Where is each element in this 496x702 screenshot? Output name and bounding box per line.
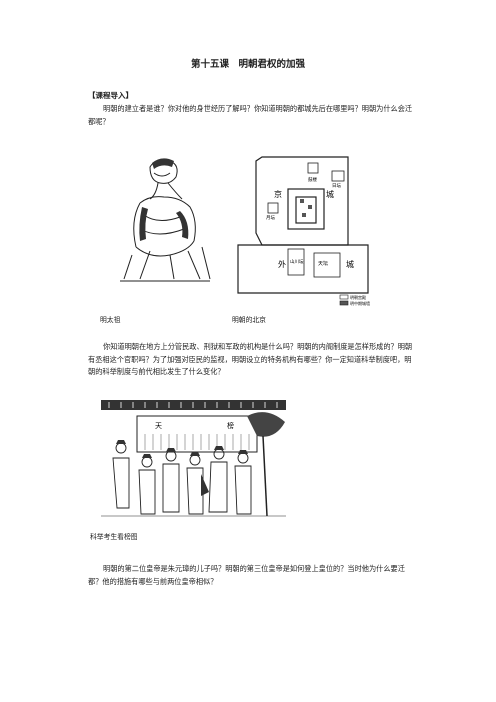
map-label-wai: 外	[278, 259, 286, 269]
exam-banner-right: 榜	[227, 421, 234, 430]
caption-map: 明朝的北京	[232, 316, 266, 324]
section-heading: 【课程导入】	[88, 91, 133, 100]
intro-paragraph-3: 明朝的第二位皇帝是朱元璋的儿子吗？明朝的第三位皇帝是如何登上皇位的？当时他为什么…	[88, 564, 405, 586]
map-label-wai-cheng: 城	[346, 260, 354, 269]
exam-banner-left: 天	[155, 422, 162, 430]
map-label-ritan: 日坛	[332, 182, 341, 189]
map-label-gulou: 鼓楼	[308, 176, 317, 183]
caption-emperor: 明太祖	[100, 316, 121, 324]
beijing-map: 京 城 外 城 天坛 山川坛 鼓楼 日坛 月坛 明朝宫殿 明中期城墙	[237, 156, 370, 306]
map-legend-1: 明朝宫殿	[350, 294, 366, 300]
exam-list-illustration: 天 榜	[101, 400, 286, 517]
map-label-yuetan: 月坛	[266, 214, 275, 221]
emperor-portrait	[120, 158, 211, 282]
map-label-tiantan: 天坛	[318, 260, 328, 267]
intro-paragraph-2: 你知道明朝在地方上分管民政、刑狱和军政的机构是什么吗？明朝的内阁制度是怎样形成的…	[88, 342, 413, 376]
map-label-cheng: 城	[326, 190, 334, 199]
intro-paragraph-1: 明朝的建立者是谁？你对他的身世经历了解吗？你知道明朝的都城先后在哪里吗？明朝为什…	[88, 104, 413, 126]
map-label-jing: 京	[274, 189, 282, 199]
map-legend-2: 明中期城墙	[350, 300, 370, 306]
page-title: 第十五课 明朝君权的加强	[190, 59, 305, 70]
map-label-shanchuan: 山川坛	[290, 258, 304, 265]
caption-exam: 科举考生看榜图	[90, 533, 138, 541]
